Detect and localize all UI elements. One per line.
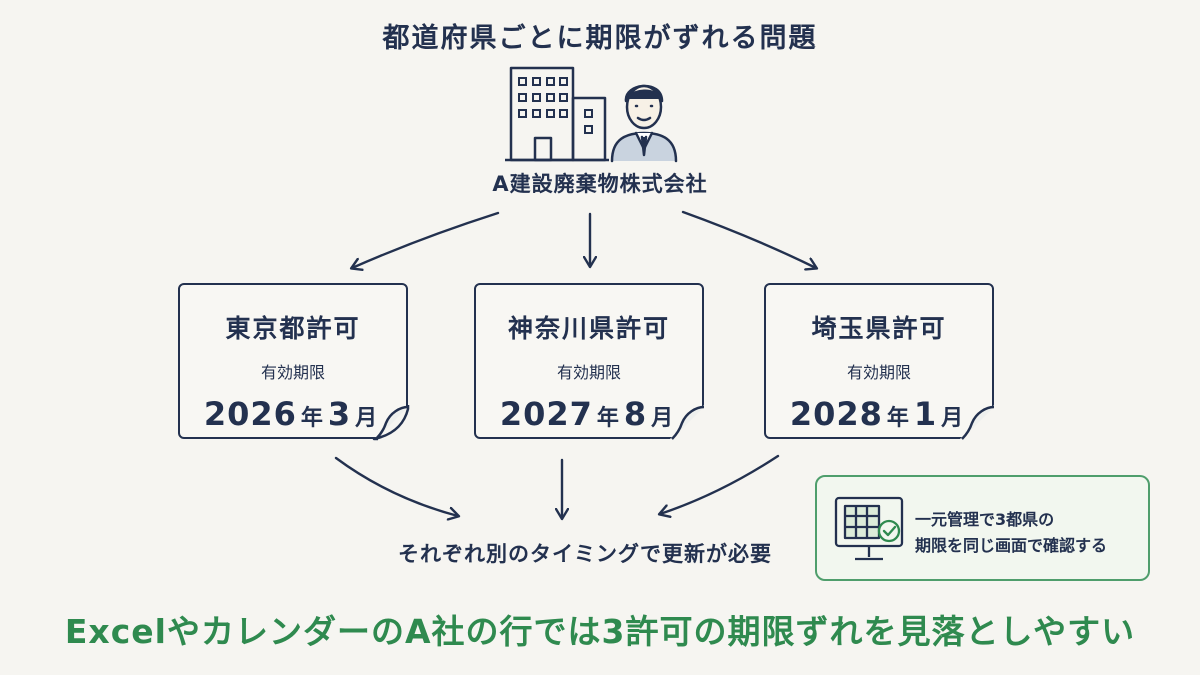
page-curl-icon	[961, 405, 995, 440]
month-unit: 月	[941, 406, 965, 431]
warning-headline: ExcelやカレンダーのA社の行では3許可の期限ずれを見落としやすい	[64, 612, 1136, 651]
permit-name: 神奈川県許可	[507, 314, 670, 343]
spreadsheet-monitor-icon	[834, 496, 904, 561]
expiry-month: 8	[623, 395, 648, 433]
company-name: A建設廃棄物株式会社	[492, 172, 708, 196]
expiry-year: 2027	[499, 395, 593, 433]
office-building-icon	[505, 66, 609, 162]
solution-line-1: 一元管理で3都県の	[915, 510, 1055, 529]
diagram-title: 都道府県ごとに期限がずれる問題	[382, 23, 818, 54]
expiry-label: 有効期限	[846, 363, 911, 382]
businessman-icon	[610, 84, 678, 163]
page-curl-icon	[372, 405, 410, 441]
expiry-year: 2026	[203, 395, 297, 433]
expiry-label: 有効期限	[556, 363, 621, 382]
solution-line-2: 期限を同じ画面で確認する	[915, 536, 1108, 555]
check-icon	[877, 519, 901, 543]
month-unit: 月	[355, 406, 379, 431]
arrow-from-saitama	[660, 454, 780, 514]
page-curl-icon	[671, 405, 705, 440]
expiry-month: 1	[913, 395, 938, 433]
year-unit: 年	[886, 406, 910, 431]
renewal-note: それぞれ別のタイミングで更新が必要	[0, 538, 1200, 568]
permit-name: 埼玉県許可	[811, 314, 947, 343]
arrow-to-saitama	[681, 210, 816, 268]
expiry-year: 2028	[789, 395, 883, 433]
solution-box: 一元管理で3都県の 期限を同じ画面で確認する	[815, 475, 1150, 581]
expiry-label: 有効期限	[260, 363, 325, 382]
arrow-from-tokyo	[334, 456, 458, 516]
year-unit: 年	[596, 406, 620, 431]
arrow-to-tokyo	[352, 211, 500, 268]
permit-name: 東京都許可	[225, 314, 361, 343]
renewal-note-text: それぞれ別のタイミングで更新が必要	[398, 542, 772, 566]
solution-text: 一元管理で3都県の 期限を同じ画面で確認する	[915, 507, 1107, 559]
month-unit: 月	[651, 406, 675, 431]
year-unit: 年	[300, 406, 324, 431]
expiry-month: 3	[327, 395, 352, 433]
